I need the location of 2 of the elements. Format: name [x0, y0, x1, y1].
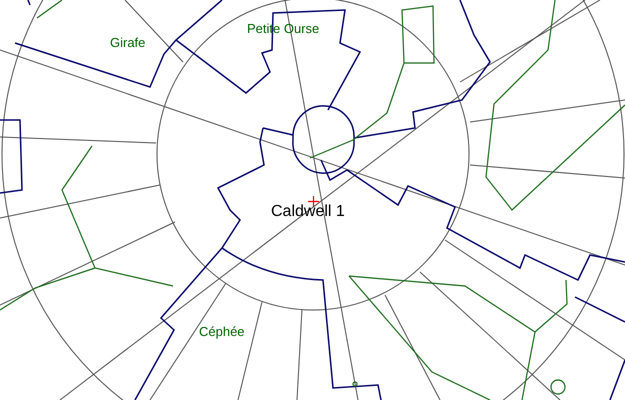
constellation-label: Girafe [110, 36, 146, 49]
constellation-label: Céphée [199, 325, 245, 338]
